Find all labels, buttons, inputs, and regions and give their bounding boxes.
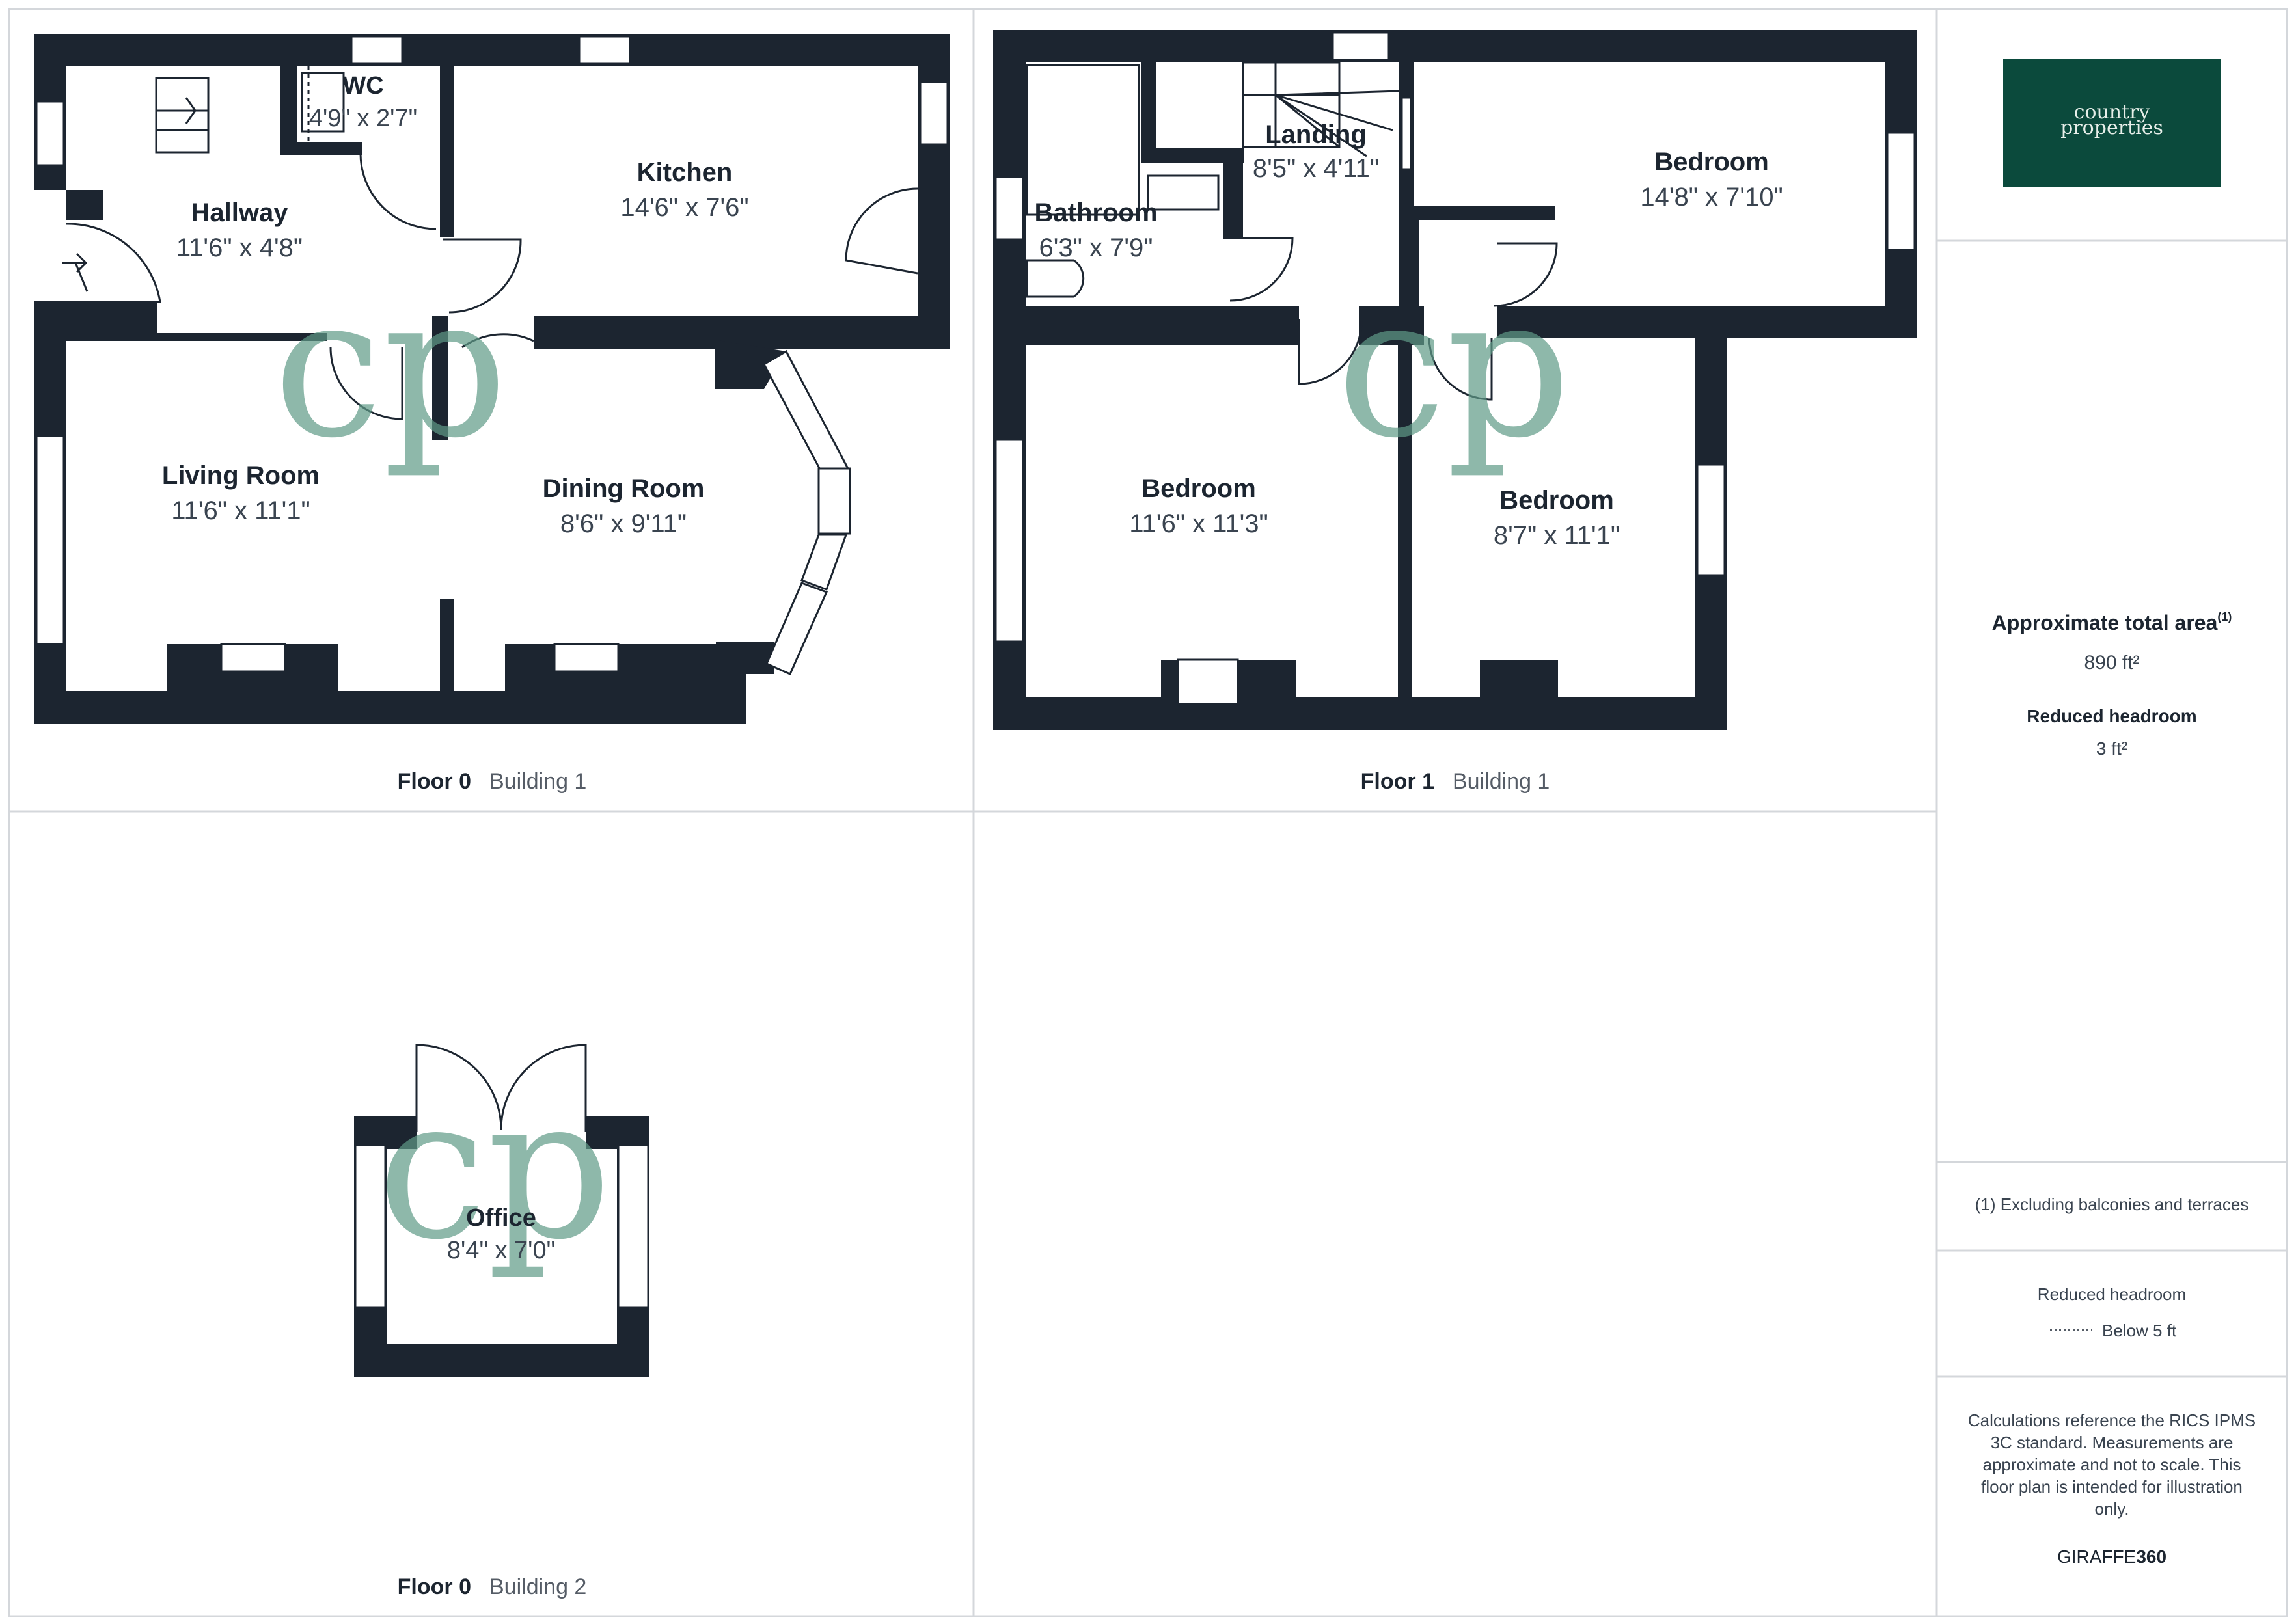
room-labels-floor-1-b1: Landing 8'5" x 4'11" Bedroom 14'8" x 7'1… (1035, 120, 1783, 550)
watermark-logo-marks: cp cp cp (273, 254, 1571, 1282)
watermark-1: cp (273, 254, 508, 481)
room-dims: 11'6" x 11'1" (171, 496, 310, 525)
floor-label: Floor 0 (398, 1575, 471, 1599)
disclaimer-line: 3C standard. Measurements are (1991, 1433, 2234, 1452)
room-name: Bedroom (1499, 486, 1614, 515)
room-name: Hallway (191, 198, 289, 227)
floor-0-building-1-plan (34, 34, 950, 724)
floor-captions: Floor 0 Building 1 Floor 1 Building 1 Floo… (398, 769, 1550, 1599)
area-title: Approximate total area (1992, 611, 2218, 634)
room-name: Landing (1265, 120, 1367, 149)
building-label: Building 1 (489, 769, 586, 794)
panel-grid (8, 8, 2288, 1617)
logo-line-2: properties (2060, 116, 2163, 139)
area-summary: Approximate total area(1) 890 ft² Reduce… (1992, 610, 2232, 759)
room-dims: 8'5" x 4'11" (1253, 154, 1379, 183)
room-name: WC (342, 72, 383, 100)
room-name: Bedroom (1141, 474, 1256, 503)
room-name: Bedroom (1654, 148, 1769, 176)
disclaimer-line: floor plan is intended for illustration (1981, 1477, 2243, 1496)
legend-label: Below 5 ft (2102, 1321, 2177, 1340)
room-name: Office (466, 1204, 536, 1232)
room-dims: 6'3" x 7'9" (1039, 234, 1153, 262)
room-dims: 14'6" x 7'6" (620, 193, 748, 222)
floor-label: Floor 1 (1361, 769, 1434, 794)
room-name: Dining Room (543, 474, 705, 503)
legend-title: Reduced headroom (2038, 1284, 2186, 1304)
floor-caption-1: Floor 0 Building 1 (398, 769, 587, 794)
room-labels-floor-0-b2: Office 8'4" x 7'0" (447, 1204, 555, 1264)
floor-0-building-2-plan (354, 1044, 649, 1377)
svg-text:Approximate total area(1): Approximate total area(1) (1992, 610, 2232, 634)
building-label: Building 1 (1453, 769, 1550, 794)
room-dims: 11'6" x 11'3" (1129, 509, 1268, 538)
disclaimer-line: Calculations reference the RICS IPMS (1968, 1411, 2256, 1430)
brand-giraffe360: GIRAFFE360 (2057, 1547, 2166, 1567)
room-name: Living Room (162, 461, 320, 490)
room-dims: 8'4" x 7'0" (447, 1237, 555, 1264)
room-name: Kitchen (637, 158, 733, 187)
room-dims: 8'6" x 9'11" (560, 509, 687, 538)
room-dims: 4'9" x 2'7" (309, 105, 417, 132)
room-dims: 11'6" x 4'8" (176, 234, 303, 262)
disclaimer: Calculations reference the RICS IPMS 3C … (1968, 1411, 2256, 1519)
building-label: Building 2 (489, 1575, 586, 1599)
room-dims: 8'7" x 11'1" (1494, 521, 1620, 550)
floor-1-building-1-plan (993, 30, 1917, 730)
room-name: Bathroom (1035, 198, 1158, 227)
footnote: (1) Excluding balconies and terraces (1975, 1195, 2249, 1214)
logo: country properties (2003, 59, 2221, 187)
logo-line-1: country (2074, 101, 2150, 124)
floor-caption-3: Floor 0 Building 2 (398, 1575, 587, 1599)
floor-caption-2: Floor 1 Building 1 (1361, 769, 1550, 794)
logo-badge (2003, 59, 2221, 187)
legend: Reduced headroom Below 5 ft (2038, 1284, 2186, 1340)
disclaimer-line: approximate and not to scale. This (1983, 1455, 2241, 1474)
disclaimer-line: only. (2095, 1499, 2129, 1519)
reduced-headroom-title: Reduced headroom (2027, 706, 2196, 726)
area-value: 890 ft² (2084, 652, 2139, 673)
room-labels-floor-0-b1: WC 4'9" x 2'7" Hallway 11'6" x 4'8" Kitc… (162, 72, 749, 538)
room-dims: 14'8" x 7'10" (1640, 183, 1783, 211)
area-title-note: (1) (2217, 610, 2232, 623)
floor-label: Floor 0 (398, 769, 471, 794)
watermark-2: cp (1337, 254, 1571, 481)
watermark-3: cp (377, 1055, 612, 1282)
reduced-headroom-value: 3 ft² (2096, 738, 2127, 759)
